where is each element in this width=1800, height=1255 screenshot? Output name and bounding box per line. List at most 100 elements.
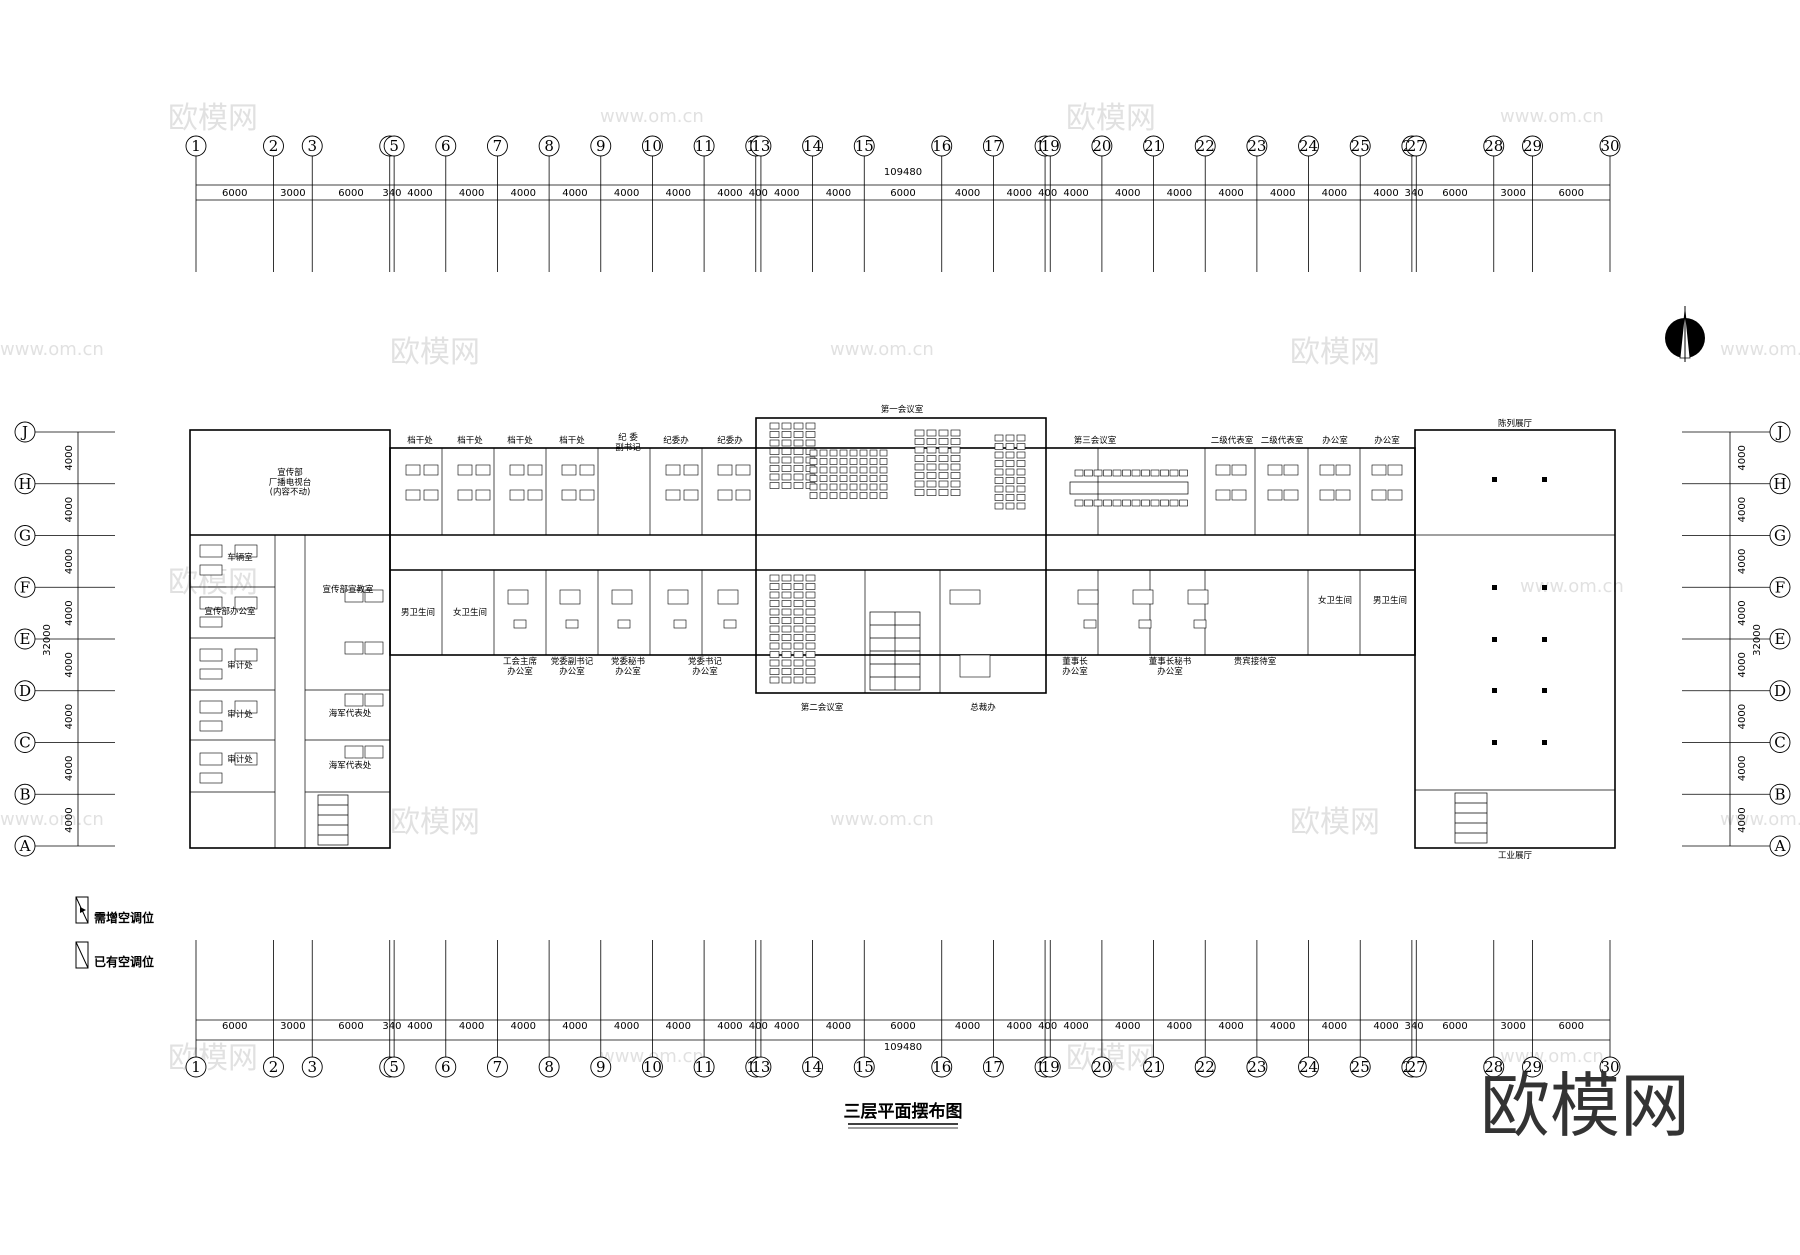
room-label: 女卫生间 xyxy=(453,607,487,618)
spacing-label: 6000 xyxy=(890,188,915,199)
seat xyxy=(809,483,818,491)
desk xyxy=(559,589,581,605)
seat xyxy=(839,475,848,482)
seat xyxy=(1141,469,1150,477)
seat xyxy=(781,600,792,607)
axis-bubble: 30 xyxy=(1599,135,1621,157)
room-label: 董事长办公室 xyxy=(1062,656,1088,677)
desk xyxy=(344,745,364,759)
axis-bubble: 13 xyxy=(750,135,772,157)
desk xyxy=(475,464,491,476)
seat xyxy=(781,448,792,455)
desk xyxy=(611,589,633,605)
axis-label: 29 xyxy=(1523,137,1542,155)
axis-label: 3 xyxy=(307,137,317,155)
desk xyxy=(735,489,751,501)
office-furniture xyxy=(199,464,1403,784)
axis-bubble: A xyxy=(14,835,36,857)
desk xyxy=(673,619,687,629)
axis-label: 10 xyxy=(643,137,662,155)
axis-label: 11 xyxy=(695,137,714,155)
seat xyxy=(1005,468,1015,476)
desk xyxy=(1387,464,1403,476)
seat xyxy=(994,460,1004,467)
spacing-label: 4000 xyxy=(614,188,639,199)
seat xyxy=(950,438,961,445)
seat xyxy=(769,574,780,582)
room-label: 档干处 xyxy=(457,435,483,446)
axis-label: 9 xyxy=(596,137,606,155)
spacing-label: 4000 xyxy=(666,188,691,199)
room-label: 总裁办 xyxy=(970,702,996,713)
seat xyxy=(879,466,888,474)
desk xyxy=(1319,464,1335,476)
axis-label: D xyxy=(1774,682,1786,700)
room-label: 二级代表室 xyxy=(1211,435,1254,446)
seat xyxy=(769,600,780,607)
seat xyxy=(938,429,949,437)
seat xyxy=(869,458,878,465)
spacing-label: 400 xyxy=(749,188,768,199)
desk xyxy=(234,544,258,558)
desk xyxy=(683,464,699,476)
axis-label: D xyxy=(19,682,31,700)
seat xyxy=(938,438,949,445)
seat xyxy=(1093,469,1103,477)
seat xyxy=(805,651,816,658)
axis-bubble: C xyxy=(14,732,36,753)
seat xyxy=(859,458,868,465)
seat xyxy=(781,659,792,667)
axis-bubble: 16 xyxy=(931,135,953,157)
spacing-label: 4000 xyxy=(1007,188,1032,199)
axis-label: E xyxy=(20,630,31,648)
spacing-label: 4000 xyxy=(64,445,75,470)
spacing-label: 4000 xyxy=(1115,188,1140,199)
desk xyxy=(949,589,981,605)
axis-bubble: 15 xyxy=(853,1056,875,1078)
seat xyxy=(781,668,792,675)
axis-bubble: 6 xyxy=(435,1056,457,1078)
conference-seating xyxy=(769,422,1189,684)
spacing-label: 4000 xyxy=(1007,1021,1032,1032)
room-label: 董事长秘书办公室 xyxy=(1149,656,1192,677)
seat xyxy=(769,659,780,667)
seat xyxy=(1005,460,1015,467)
seat xyxy=(793,448,804,455)
spacing-label: 4000 xyxy=(64,652,75,677)
desk xyxy=(561,464,577,476)
seat xyxy=(781,473,792,481)
spacing-label: 340 xyxy=(382,188,401,199)
seat xyxy=(839,458,848,465)
desk xyxy=(717,489,733,501)
seat xyxy=(1016,485,1026,493)
axis-label: 14 xyxy=(803,1058,822,1076)
axis-label: 1 xyxy=(191,1058,201,1076)
axis-bubble: 11 xyxy=(693,1056,715,1078)
axis-label: B xyxy=(1774,785,1785,803)
seat xyxy=(849,475,858,482)
seat xyxy=(926,463,937,471)
desk xyxy=(735,464,751,476)
axis-label: J xyxy=(20,423,28,441)
spacing-label: 4000 xyxy=(511,1021,536,1032)
axis-bubble: 24 xyxy=(1298,135,1319,157)
spacing-label: 400 xyxy=(1038,1021,1057,1032)
axis-label: 10 xyxy=(643,1058,662,1076)
conference-table xyxy=(1069,481,1189,495)
axis-label: A xyxy=(19,837,31,855)
desk xyxy=(1267,464,1283,476)
axis-label: 2 xyxy=(269,137,279,155)
seat xyxy=(1179,469,1188,477)
spacing-label: 4000 xyxy=(1322,1021,1347,1032)
seat xyxy=(781,634,792,641)
seat xyxy=(1169,469,1179,477)
seat xyxy=(1093,499,1103,507)
desk xyxy=(1077,589,1099,605)
seat xyxy=(805,431,816,438)
seat xyxy=(1016,460,1026,467)
axis-label: J xyxy=(1775,423,1783,441)
spacing-label: 4000 xyxy=(717,188,742,199)
desk xyxy=(565,619,579,629)
spacing-label: 6000 xyxy=(890,1021,915,1032)
seat xyxy=(1005,451,1015,459)
